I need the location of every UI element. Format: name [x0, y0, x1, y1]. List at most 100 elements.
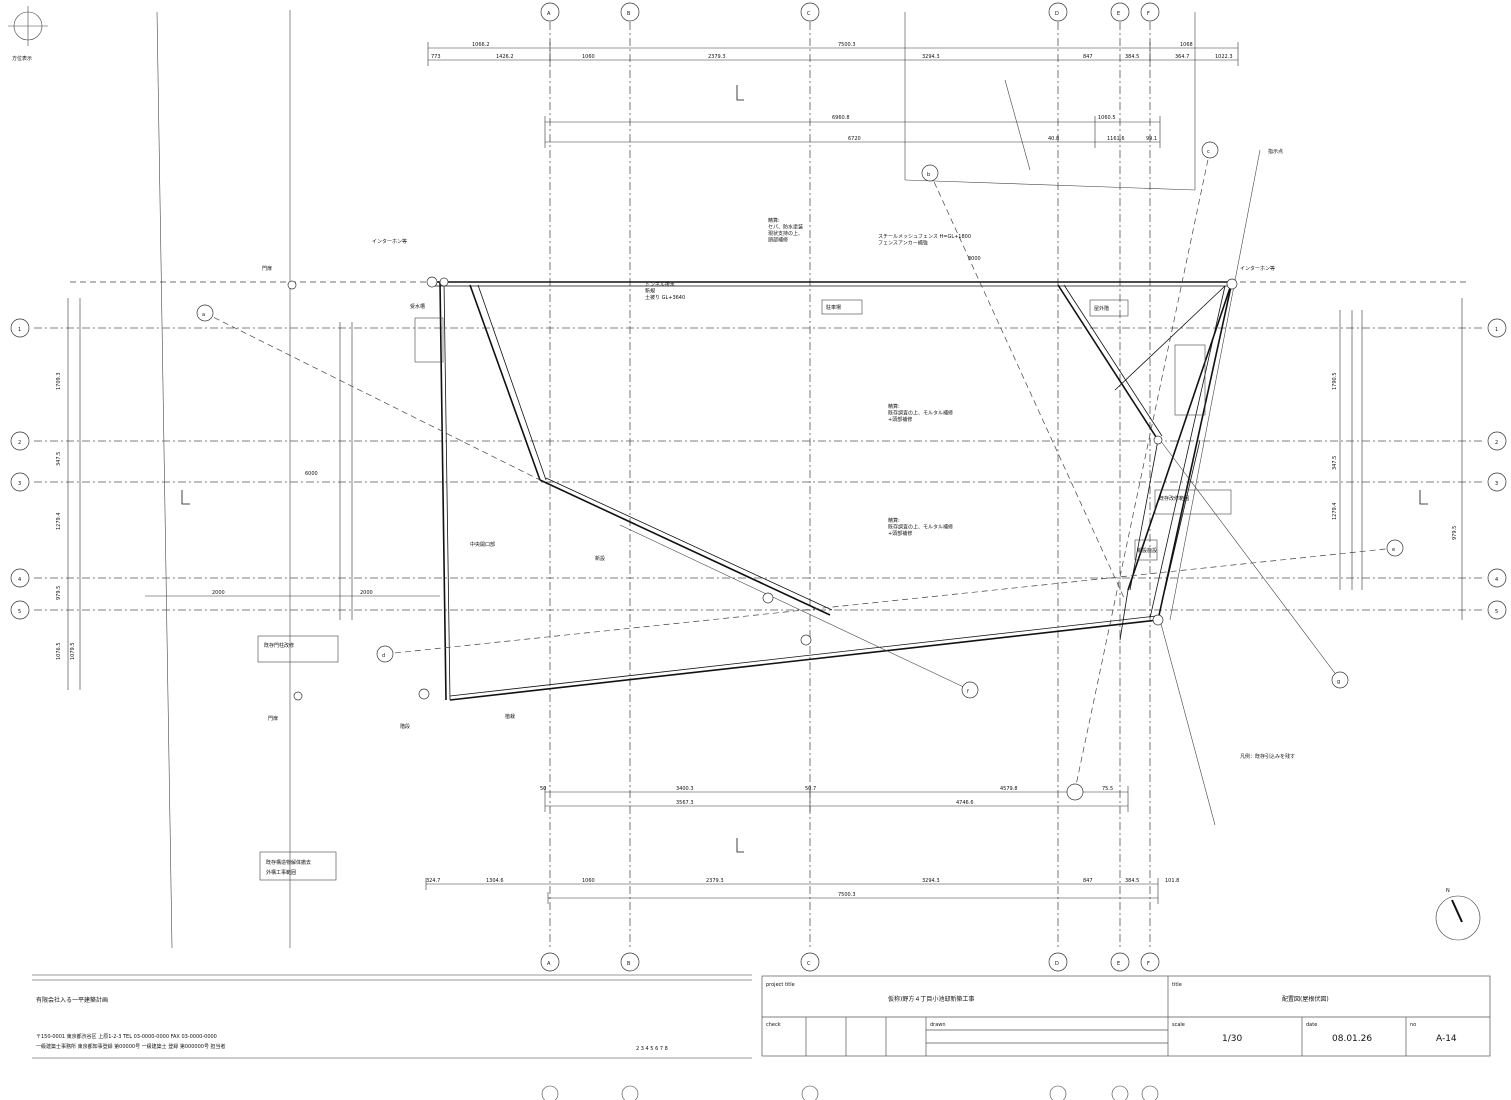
- project-title-label: project title: [766, 982, 795, 988]
- scale-bar: 2 3 4 5 6 7 8: [636, 1046, 668, 1052]
- dim-mid: 2000: [360, 590, 373, 596]
- office-name: 有限会社入る一平建築計画: [36, 996, 108, 1004]
- row-bubbles: 1 2 3 4 5 1 2 3 4 5: [10, 318, 1507, 620]
- dim-bottom: 1304.6: [486, 878, 504, 884]
- label-left-1b: 門扉: [268, 715, 278, 722]
- col-f-bottom: F: [1147, 961, 1150, 967]
- dim-upper-2: 1060.5: [1098, 115, 1116, 121]
- dim-bottom: 1060: [582, 878, 595, 884]
- scale-value: 1/30: [1222, 1034, 1242, 1044]
- dim-upper-1: 6960.8: [832, 115, 850, 121]
- row-5-left: 5: [18, 609, 21, 615]
- dim-right: 979.5: [1452, 526, 1458, 540]
- dim-seg: 364.7: [1175, 54, 1189, 60]
- label-tag-b: 植栽: [505, 713, 515, 720]
- bubble-label: c: [1207, 149, 1210, 155]
- bubble-label: d: [382, 653, 385, 659]
- north-arrow-icon: N: [1435, 888, 1481, 941]
- sheet-title: 配置図(屋根伏図): [1282, 995, 1329, 1003]
- reference-bubbles: a b c d e f g: [196, 141, 1404, 801]
- row-4-left: 4: [18, 577, 21, 583]
- dim-top-right: 1068: [1180, 42, 1193, 48]
- dim-bottom: 847: [1083, 878, 1093, 884]
- bottom-dimensions: 324.7 1304.6 1060 2379.3 3294.3 847 384.…: [425, 878, 1179, 904]
- right-box-2: 既存改修範囲: [1159, 495, 1189, 502]
- row-3-right: 3: [1495, 481, 1498, 487]
- row-4-right: 4: [1495, 577, 1498, 583]
- dim-bottom: 101.8: [1165, 878, 1179, 884]
- bubble-label: f: [967, 689, 969, 695]
- col-d-bottom: D: [1055, 961, 1059, 967]
- right-dim-stack: 1790.5 347.5 1279.4 979.5: [1332, 298, 1463, 620]
- dim-top-mid: 7500.3: [838, 42, 856, 48]
- drawn-label: drawn: [930, 1022, 946, 1028]
- label-center-a: 新設: [595, 555, 605, 562]
- bubble-label: g: [1337, 679, 1340, 685]
- label-left-2: 中央開口部: [470, 541, 495, 548]
- col-d-top: D: [1055, 11, 1059, 17]
- dim-upper-4: 40.8: [1048, 136, 1059, 142]
- dim-line-3: 6000: [305, 471, 318, 477]
- dim-seg: 1060: [582, 54, 595, 60]
- column-bubbles-top: A B C D E F: [540, 2, 1160, 22]
- left-box-2: 既存構造物解体撤去: [266, 859, 311, 866]
- building-outline: [432, 281, 1233, 701]
- project-title: 仮称)野方４丁目小池邸新築工事: [888, 995, 974, 1003]
- dim-top-left: 1066.2: [472, 42, 490, 48]
- col-c-top: C: [807, 11, 811, 17]
- dim-bottom: 3294.3: [922, 878, 940, 884]
- north-small-label: 方位表示: [12, 55, 32, 62]
- column-bubbles-bottom: A B C D E F: [540, 952, 1160, 972]
- tag-a: 受水槽: [410, 303, 425, 310]
- title-block: 有限会社入る一平建築計画 〒150-0001 東京都渋谷区 上原1-2-3 TE…: [32, 974, 1491, 1059]
- dim-upper-3: 6720: [848, 136, 861, 142]
- compass-small-icon: 方位表示: [8, 6, 48, 62]
- note-upper-center: トンネル排水新規土被り GL+3640: [645, 281, 685, 301]
- dim-right: 1279.4: [1332, 503, 1338, 521]
- row-5-right: 5: [1495, 609, 1498, 615]
- dim-seg: 847: [1083, 54, 1093, 60]
- row-1-left: 1: [18, 327, 21, 333]
- note-mid-1: 精算:既存調査の上、モルタル補修+頭部補修: [888, 403, 953, 423]
- notes: 精算:セパ、防水塗装現状支持の上、頭部補修 トンネル排水新規土被り GL+364…: [262, 148, 1295, 760]
- dim-lower: 75.5: [1102, 786, 1113, 792]
- dim-left: 1279.4: [56, 513, 62, 531]
- row-3-left: 3: [18, 481, 21, 487]
- left-box-3: 外構工事範囲: [266, 869, 296, 876]
- sheet-number: A-14: [1436, 1034, 1457, 1044]
- dim-upper-6: 99.1: [1146, 136, 1157, 142]
- scale-label: scale: [1172, 1022, 1185, 1028]
- dim-seg: 2379.3: [708, 54, 726, 60]
- top-dimensions: 1066.2 7500.3 1068 773 1426.2 1060 2379.…: [427, 42, 1239, 66]
- col-b-top: B: [627, 11, 631, 17]
- dim-lower: 4746.6: [956, 800, 974, 806]
- boundary-line-left: [156, 11, 173, 949]
- label-left-1: 門扉: [262, 265, 272, 272]
- svg-text:N: N: [1446, 888, 1450, 894]
- bubble-label: b: [927, 172, 930, 178]
- dim-lower: 3567.3: [676, 800, 694, 806]
- posts: [287, 276, 1238, 701]
- dim-seg: 1022.3: [1215, 54, 1233, 60]
- dim-seg: 1426.2: [496, 54, 514, 60]
- dim-lower-small: 50: [540, 786, 546, 792]
- dim-bottom: 384.5: [1125, 878, 1139, 884]
- dim-left: 347.5: [56, 452, 62, 466]
- note-right-label-top: インターホン等: [1240, 265, 1275, 272]
- dim-right: 347.5: [1332, 456, 1338, 470]
- col-f-top: F: [1147, 11, 1150, 17]
- right-box-1: 屋外階: [1094, 305, 1109, 312]
- col-b-bottom: B: [627, 961, 631, 967]
- row-1-right: 1: [1495, 327, 1498, 333]
- no-label: no: [1410, 1022, 1416, 1028]
- label-left-3: 階段: [400, 723, 410, 730]
- dim-right: 1790.5: [1332, 373, 1338, 391]
- col-a-bottom: A: [547, 961, 551, 967]
- note-mid-2: 精算:既存調査の上、モルタル補修+頭部補修: [888, 517, 953, 537]
- col-c-bottom: C: [807, 961, 811, 967]
- dim-bottom-overall: 7500.3: [838, 892, 856, 898]
- dim-left: 1076.5: [56, 643, 62, 661]
- row-2-left: 2: [18, 440, 21, 446]
- col-e-bottom: E: [1117, 961, 1120, 967]
